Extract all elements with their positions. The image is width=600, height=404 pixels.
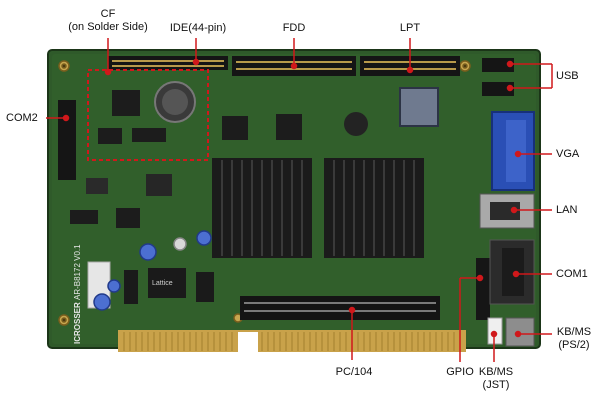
pc104-socket bbox=[240, 296, 440, 320]
label-lpt: LPT bbox=[399, 22, 421, 34]
pc104-pins bbox=[244, 302, 436, 312]
chip-a bbox=[222, 116, 248, 140]
heatsink-fins bbox=[221, 160, 415, 256]
label-kbms-jst-title: KB/MS bbox=[478, 366, 514, 378]
capacitors bbox=[93, 230, 212, 311]
label-cf-title: CF bbox=[100, 8, 116, 20]
com2-header bbox=[58, 100, 76, 180]
gpio-header bbox=[476, 258, 490, 320]
chip-d bbox=[70, 210, 98, 224]
ide-header bbox=[108, 56, 228, 70]
edge-key-notch bbox=[238, 332, 258, 354]
usb-header-bottom bbox=[482, 82, 514, 96]
dip-switch bbox=[124, 270, 138, 304]
label-kbms-ps2-subtitle: (PS/2) bbox=[558, 339, 590, 351]
chip-marking: Lattice bbox=[152, 280, 173, 287]
chip-e bbox=[116, 208, 140, 228]
label-fdd: FDD bbox=[282, 22, 306, 34]
label-cf: CF (on Solder Side) bbox=[68, 8, 148, 34]
chip-b bbox=[276, 114, 302, 140]
label-kbms-ps2: KB/MS (PS/2) bbox=[557, 326, 591, 352]
label-gpio: GPIO bbox=[446, 366, 474, 378]
chip-c bbox=[399, 87, 439, 127]
regulator-2 bbox=[86, 178, 108, 194]
label-ide: IDE(44-pin) bbox=[169, 22, 227, 34]
vga-shell bbox=[506, 120, 526, 182]
edge-fingers bbox=[123, 332, 461, 351]
cf-chip-3 bbox=[132, 128, 166, 142]
silkscreen-brand: ICROSSER bbox=[73, 302, 82, 344]
label-lan: LAN bbox=[556, 204, 578, 216]
silkscreen-model: AR-B8172 V0.1 bbox=[73, 244, 82, 300]
lan-port bbox=[490, 202, 520, 220]
label-kbms-ps2-title: KB/MS bbox=[556, 326, 592, 338]
label-pc104: PC/104 bbox=[335, 366, 373, 378]
inductor bbox=[344, 112, 368, 136]
usb-header-top bbox=[482, 58, 514, 72]
label-com1: COM1 bbox=[556, 268, 588, 280]
cmos-battery-face bbox=[162, 89, 188, 115]
label-usb: USB bbox=[556, 70, 579, 82]
label-kbms-jst: KB/MS (JST) bbox=[479, 366, 513, 392]
cf-chip-2 bbox=[98, 128, 122, 144]
cf-region-outline bbox=[87, 69, 209, 161]
cf-chip-1 bbox=[112, 90, 140, 116]
chip-f bbox=[196, 272, 214, 302]
regulator-1 bbox=[146, 174, 172, 196]
callout-lines bbox=[46, 38, 553, 362]
lattice-chip bbox=[148, 268, 186, 298]
label-kbms-jst-subtitle: (JST) bbox=[482, 379, 510, 391]
label-com2: COM2 bbox=[6, 112, 38, 124]
label-cf-subtitle: (on Solder Side) bbox=[68, 21, 148, 33]
label-vga: VGA bbox=[556, 148, 580, 160]
com1-shell bbox=[502, 248, 524, 296]
